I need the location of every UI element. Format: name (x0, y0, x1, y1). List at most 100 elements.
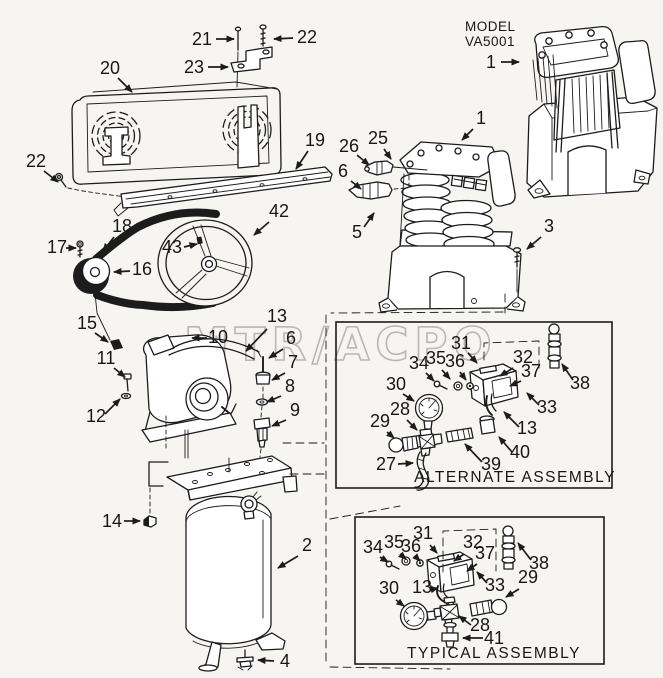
leader-arrow (397, 460, 414, 467)
part-number: 11 (97, 348, 116, 368)
part-label-30: 30 (379, 578, 405, 607)
fitting-9 (253, 417, 271, 448)
part-number: 4 (280, 651, 290, 671)
alt-screw-34 (433, 380, 448, 390)
leader-arrow (453, 553, 465, 562)
part-label-13: 13 (245, 306, 287, 352)
part-label-43: 43 (162, 237, 198, 257)
washer-8 (255, 398, 269, 406)
part-label-21: 21 (192, 29, 235, 49)
part-label-15: 15 (77, 313, 109, 343)
drain-valve (236, 649, 254, 671)
leader-arrow (467, 352, 478, 364)
part-number: 1 (486, 52, 496, 72)
part-label-12: 12 (86, 398, 121, 426)
part-label-14: 14 (102, 511, 141, 531)
leader-arrow (458, 615, 472, 626)
alt-nipple-39 (445, 427, 474, 443)
leader-arrow (441, 369, 451, 380)
motor-washer (120, 392, 132, 400)
part-number: 12 (86, 406, 106, 426)
pump-valve-plate (450, 174, 488, 192)
part-number: 15 (77, 313, 97, 333)
part-label-37: 37 (466, 543, 495, 572)
leader-arrow (498, 436, 513, 453)
pump-assembly-right (526, 25, 658, 199)
part-label-25: 25 (368, 128, 392, 160)
part-label-16: 16 (113, 259, 152, 279)
part-number: 30 (379, 578, 399, 598)
leader-arrow (461, 128, 474, 141)
dashed-connectors (282, 293, 506, 670)
part-label-32: 32 (499, 347, 533, 377)
tank-baseplate (148, 415, 298, 501)
tank-nut-14 (143, 487, 157, 528)
part-number: 29 (518, 567, 538, 587)
guard-screw (259, 24, 267, 47)
pump-head (399, 141, 502, 178)
leader-arrow (466, 563, 478, 572)
part-label-40: 40 (498, 436, 530, 462)
part-label-33: 33 (526, 392, 557, 417)
part-label-31: 31 (451, 333, 478, 364)
leader-arrow (245, 328, 268, 352)
part-number: 34 (409, 353, 429, 373)
part-number: 29 (370, 411, 390, 431)
part-number: 7 (288, 352, 298, 372)
part-label-22: 22 (26, 151, 59, 183)
part-label-38: 38 (561, 363, 590, 393)
part-label-18: 18 (102, 216, 132, 252)
leader-arrow (295, 150, 309, 170)
part-number: 32 (513, 347, 533, 367)
leader-arrow (406, 419, 418, 431)
part-label-13: 13 (503, 411, 537, 438)
part-number: 35 (384, 532, 404, 552)
compression-fitting-25 (364, 160, 428, 187)
part-number: 9 (290, 400, 300, 420)
part-number: 14 (102, 511, 122, 531)
part-number: 6 (286, 328, 296, 348)
part-label-4: 4 (257, 651, 290, 671)
part-label-37: 37 (509, 361, 541, 387)
part-label-20: 20 (100, 58, 133, 93)
leader-arrow (102, 236, 115, 252)
alt-safety-valve-stack-38 (547, 323, 562, 369)
part-number: 30 (386, 374, 406, 394)
leader-arrow (499, 367, 514, 377)
part-number: 32 (463, 532, 483, 552)
pump-bolt-3 (512, 247, 522, 293)
part-number: 38 (529, 553, 549, 573)
leader-arrow (395, 598, 405, 607)
leader-arrow (458, 371, 467, 381)
head-bolt-stack (253, 356, 271, 458)
part-number: 17 (47, 237, 67, 257)
part-number: 26 (339, 136, 359, 156)
part-label-36: 36 (401, 536, 421, 562)
leader-arrow (277, 555, 299, 569)
part-number: 28 (390, 399, 410, 419)
part-label-38: 38 (517, 542, 549, 573)
part-label-9: 9 (271, 400, 300, 427)
pump-filter-panel-right (618, 39, 656, 105)
part-number: 3 (544, 216, 554, 236)
motor-bolt (120, 373, 132, 400)
part-number: 42 (269, 201, 289, 221)
typ-dashed-bracket (442, 528, 497, 573)
part-label-29: 29 (370, 411, 395, 439)
part-number: 2 (302, 535, 312, 555)
leader-arrow (464, 443, 483, 463)
leader-arrow (117, 77, 133, 93)
part-number: 18 (112, 216, 132, 236)
tank-leg-right (255, 632, 286, 651)
part-number: 5 (352, 222, 362, 242)
part-label-31: 31 (413, 523, 438, 554)
leader-arrow (379, 555, 389, 563)
leader-arrow (397, 551, 407, 560)
part-number: 36 (445, 351, 465, 371)
guard-bracket (230, 46, 273, 73)
part-label-33: 33 (476, 571, 505, 595)
part-number: 40 (510, 442, 530, 462)
right-fan-vent (222, 104, 272, 169)
